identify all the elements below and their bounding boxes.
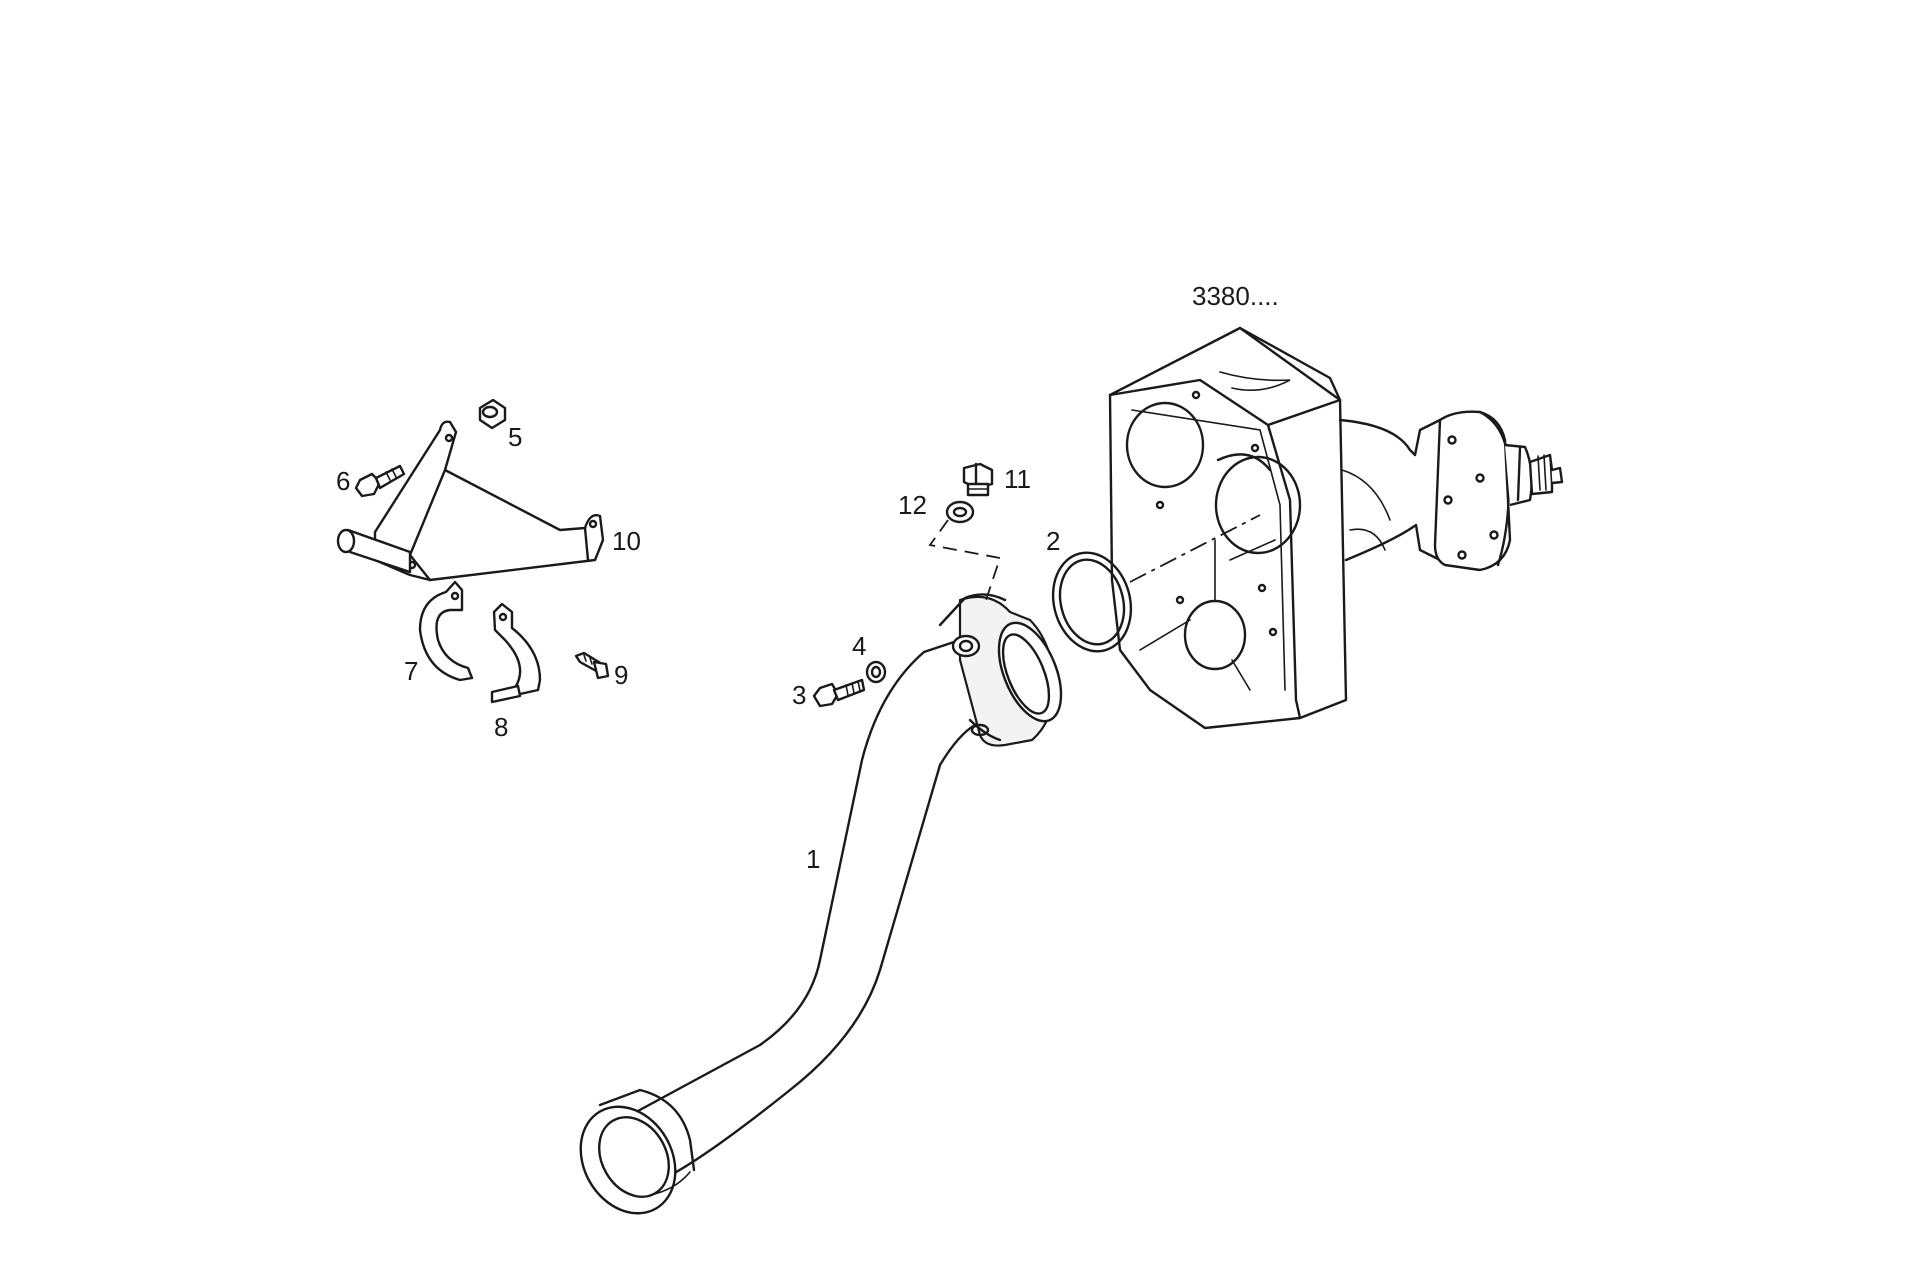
washer-4	[865, 660, 887, 684]
clamp-7	[418, 580, 474, 682]
gasket-ring	[1051, 551, 1133, 653]
callout-3: 3	[792, 680, 806, 710]
bolt-9	[574, 651, 610, 680]
callout-6: 6	[336, 466, 350, 496]
callout-2: 2	[1046, 526, 1060, 556]
seal-washer-12	[945, 500, 975, 524]
callout-9: 9	[614, 660, 628, 690]
axis-line	[1129, 514, 1261, 583]
callout-4: 4	[852, 631, 866, 661]
callout-11: 11	[1004, 464, 1031, 494]
callout-5: 5	[508, 422, 522, 452]
callout-7: 7	[404, 656, 418, 686]
callout-10: 10	[612, 526, 641, 556]
callout-8: 8	[494, 712, 508, 742]
clamp-8	[490, 602, 542, 704]
bracket-10	[336, 420, 605, 582]
callout-12: 12	[898, 490, 927, 520]
callout-3380: 3380....	[1192, 281, 1279, 311]
bolt-3	[812, 678, 866, 708]
bolt-6	[354, 464, 406, 498]
exhaust-pipe	[579, 593, 1063, 1215]
leader-12	[928, 519, 1002, 601]
transmission-housing	[1108, 326, 1564, 730]
callout-1: 1	[806, 844, 820, 874]
drain-plug-11	[962, 462, 994, 497]
spacer-5	[478, 398, 507, 430]
